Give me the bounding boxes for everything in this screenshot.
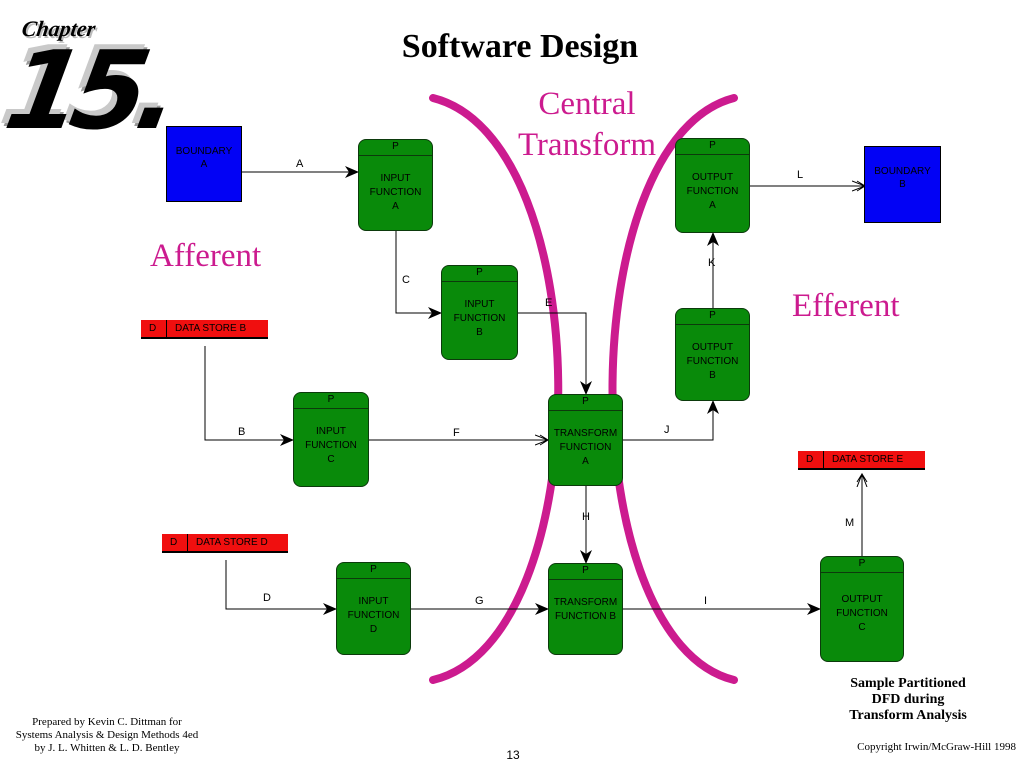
flow-label-b: B (238, 426, 246, 438)
process-label: INPUT FUNCTION D (347, 596, 400, 635)
process-tag: P (676, 139, 749, 155)
process-label: INPUT FUNCTION B (453, 299, 506, 338)
boundary-b: BOUNDARY B (864, 146, 941, 223)
process-transform-function-b: P TRANSFORM FUNCTION B (548, 563, 623, 655)
data-store-id: D (141, 320, 167, 337)
process-label: INPUT FUNCTION C (305, 426, 357, 465)
flow-label-m: M (845, 517, 855, 529)
process-label: OUTPUT FUNCTION C (836, 594, 888, 633)
data-store-name: DATA STORE B (175, 323, 247, 334)
flow-label-k: K (708, 257, 716, 269)
process-input-function-c: P INPUT FUNCTION C (293, 392, 369, 487)
data-store-name: DATA STORE E (832, 454, 904, 465)
process-tag: P (821, 557, 903, 573)
flow-label-i: I (704, 595, 708, 607)
flow-line-b (204, 346, 294, 446)
process-label: OUTPUT FUNCTION A (686, 172, 739, 211)
flow-label-g: G (475, 595, 484, 607)
partition-curve-right (608, 94, 738, 684)
author-credit: Prepared by Kevin C. Dittman for Systems… (15, 716, 199, 754)
process-input-function-b: P INPUT FUNCTION B (441, 265, 518, 360)
flow-label-l: L (797, 169, 804, 181)
process-input-function-a: P INPUT FUNCTION A (358, 139, 433, 231)
data-store-d: D DATA STORE D (162, 534, 288, 553)
process-label: TRANSFORM FUNCTION B (553, 597, 618, 622)
data-store-b: D DATA STORE B (141, 320, 268, 339)
flow-label-j: J (664, 424, 670, 436)
process-transform-function-a: P TRANSFORM FUNCTION A (548, 394, 623, 486)
flow-line-e (518, 312, 592, 395)
afferent-label: Afferent (150, 238, 262, 274)
process-tag: P (549, 564, 622, 580)
process-label: INPUT FUNCTION A (369, 173, 422, 212)
flow-label-h: H (582, 511, 590, 523)
data-store-e: D DATA STORE E (798, 451, 925, 470)
process-label: OUTPUT FUNCTION B (686, 342, 739, 381)
process-output-function-a: P OUTPUT FUNCTION A (675, 138, 750, 233)
process-output-function-b: P OUTPUT FUNCTION B (675, 308, 750, 401)
process-label: TRANSFORM FUNCTION A (553, 428, 618, 467)
data-store-id: D (162, 534, 188, 551)
process-output-function-c: P OUTPUT FUNCTION C (820, 556, 904, 662)
process-tag: P (549, 395, 622, 411)
flow-line-c (395, 231, 442, 319)
figure-caption: Sample Partitioned DFD during Transform … (849, 676, 967, 723)
flow-line-d (225, 560, 337, 615)
data-store-name: DATA STORE D (196, 537, 268, 548)
flow-line-j (623, 400, 719, 441)
boundary-a: BOUNDARY A (166, 126, 242, 202)
process-tag: P (294, 393, 368, 409)
process-tag: P (359, 140, 432, 156)
process-tag: P (442, 266, 517, 282)
process-input-function-d: P INPUT FUNCTION D (336, 562, 411, 655)
partition-curve-left (429, 94, 563, 684)
flow-label-e: E (545, 297, 553, 309)
page-number: 13 (506, 748, 520, 762)
flow-label-c: C (402, 274, 410, 286)
process-tag: P (337, 563, 410, 579)
efferent-label: Efferent (792, 288, 900, 324)
process-tag: P (676, 309, 749, 325)
central-transform-label: Central Transform (517, 86, 657, 164)
slide-title: Software Design (401, 28, 639, 65)
data-store-id: D (798, 451, 824, 468)
copyright-notice: Copyright Irwin/McGraw-Hill 1998 (857, 741, 1016, 753)
flow-label-d: D (263, 592, 271, 604)
flow-label-f: F (453, 427, 460, 439)
flow-label-a: A (296, 158, 304, 170)
